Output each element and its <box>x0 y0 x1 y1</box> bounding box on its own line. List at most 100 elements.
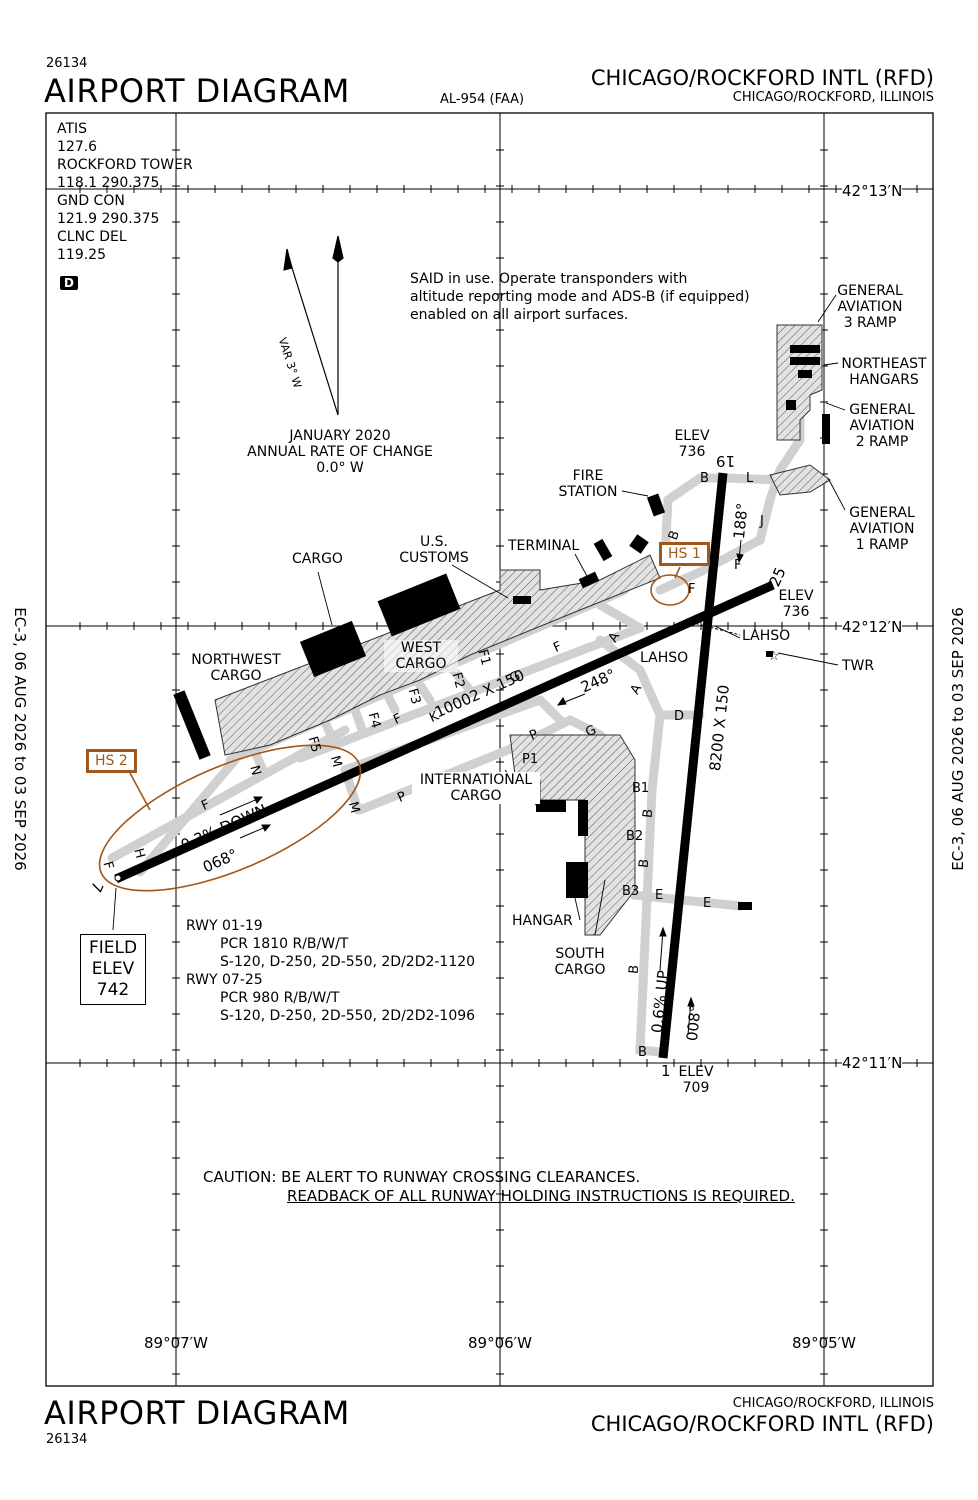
field-elev-line-2: ELEV <box>91 959 135 979</box>
hangar-bldg <box>566 862 588 898</box>
twy-L: L <box>746 471 754 486</box>
rwy-end-1: 1 <box>661 1062 671 1080</box>
freq-tower: 118.1 290.375 <box>57 175 160 191</box>
twy-P1: P1 <box>522 752 539 767</box>
fire-line-1: FIRE <box>572 468 604 484</box>
terminal-bldg-3 <box>629 534 649 554</box>
terminal-label: TERMINAL <box>508 538 580 554</box>
ga1-line-1: GENERAL <box>849 505 915 521</box>
twy-B-a: B <box>640 808 657 819</box>
ic-line-1: INTERNATIONAL <box>419 772 533 788</box>
cargo-bldg-1 <box>299 620 367 678</box>
d-atis-symbol: D <box>60 276 78 290</box>
rwy-07-25-pcr: PCR 980 R/B/W/T <box>220 990 340 1006</box>
ga2-ramp-label: GENERAL AVIATION 2 RAMP <box>832 402 932 450</box>
wc-line-2: CARGO <box>395 656 447 672</box>
twy-F-mid: F <box>688 582 696 597</box>
twy-B1: B1 <box>632 781 650 796</box>
elev-19-line-1: ELEV <box>674 428 710 444</box>
twr-star-icon: ☆ <box>768 649 780 664</box>
caution-note: CAUTION: BE ALERT TO RUNWAY CROSSING CLE… <box>203 1168 795 1206</box>
twr-bldg <box>766 651 773 657</box>
said-note: SAID in use. Operate transponders with a… <box>410 270 750 324</box>
freq-tower-label: ROCKFORD TOWER <box>57 157 193 173</box>
ga3-line-2: AVIATION <box>837 299 903 315</box>
map-frame <box>45 112 934 1387</box>
footer-city-state: CHICAGO/ROCKFORD, ILLINOIS <box>732 1396 934 1411</box>
freq-gnd: 121.9 290.375 <box>57 211 160 227</box>
rwy-07-25-weights: S-120, D-250, 2D-550, 2D/2D2-1096 <box>220 1008 476 1024</box>
rwy-07-25-title: RWY 07-25 <box>186 972 263 988</box>
runway-data-block: RWY 01-19 PCR 1810 R/B/W/T S-120, D-250,… <box>186 917 475 1025</box>
airport-name: CHICAGO/ROCKFORD INTL (RFD) <box>590 66 934 90</box>
ga1-line-3: 1 RAMP <box>855 537 909 553</box>
freq-clnc-label: CLNC DEL <box>57 229 127 245</box>
fire-station-label: FIRE STATION <box>550 468 626 500</box>
elev-1-line-2: 709 <box>682 1080 710 1096</box>
lon-mid-label: 89°06′W <box>468 1334 532 1352</box>
hangar-label: HANGAR <box>512 913 573 929</box>
freq-gnd-label: GND CON <box>57 193 125 209</box>
field-elevation-box: FIELD ELEV 742 <box>80 934 146 1005</box>
elev-19-label: ELEV 736 <box>660 428 724 460</box>
footer-airport-name: CHICAGO/ROCKFORD INTL (RFD) <box>590 1412 934 1436</box>
lahso-label-1: LAHSO <box>742 628 791 644</box>
chart-number: 26134 <box>46 56 88 71</box>
twy-B2: B2 <box>626 829 644 844</box>
twy-E-left: E <box>655 888 664 903</box>
international-cargo-label: INTERNATIONAL CARGO <box>412 772 540 804</box>
nwc-line-2: CARGO <box>210 668 262 684</box>
fire-station <box>646 493 666 517</box>
elev-25-line-2: 736 <box>782 604 810 620</box>
footer-chart-number: 26134 <box>46 1432 88 1447</box>
rwy-01-19-title: RWY 01-19 <box>186 918 263 934</box>
magnetic-epoch-block: JANUARY 2020 ANNUAL RATE OF CHANGE 0.0° … <box>230 428 450 476</box>
said-line-3: enabled on all airport surfaces. <box>410 307 629 323</box>
said-line-2: altitude reporting mode and ADS-B (if eq… <box>410 289 750 305</box>
ne-line-1: NORTHEAST <box>841 356 927 372</box>
ga1-ramp-label: GENERAL AVIATION 1 RAMP <box>832 505 932 553</box>
twy-D: D <box>674 709 685 724</box>
ga3-apron <box>776 324 823 441</box>
terminal-bldg-2 <box>593 538 613 562</box>
freq-atis: 127.6 <box>57 139 98 155</box>
ga2-line-3: 2 RAMP <box>855 434 909 450</box>
buildings <box>173 345 830 910</box>
south-cargo-label: SOUTH CARGO <box>548 946 612 978</box>
hot-spot-1-ring <box>650 574 690 606</box>
mag-rate-label: ANNUAL RATE OF CHANGE <box>247 444 433 460</box>
lat-top-label: 42°13′N <box>842 182 903 200</box>
lahso-label-2: LAHSO <box>640 650 689 666</box>
sc-line-1: SOUTH <box>555 946 605 962</box>
said-line-1: SAID in use. Operate transponders with <box>410 271 688 287</box>
ga2-line-1: GENERAL <box>849 402 915 418</box>
twy-B-d: B <box>638 1045 647 1060</box>
city-state: CHICAGO/ROCKFORD, ILLINOIS <box>732 90 934 105</box>
rwy-end-19: 19 <box>716 452 736 470</box>
ga3-line-3: 3 RAMP <box>843 315 897 331</box>
twy-E-right: E <box>703 896 712 911</box>
runway-1-19 <box>658 472 728 1059</box>
freq-atis-label: ATIS <box>57 121 88 137</box>
aprons <box>214 324 831 936</box>
mag-rate-value: 0.0° W <box>316 460 364 476</box>
field-elev-line-3: 742 <box>96 980 130 1000</box>
rwy-008-heading: 008° <box>683 1004 705 1042</box>
northwest-cargo-bldg <box>173 690 211 760</box>
elev-19-line-2: 736 <box>678 444 706 460</box>
northeast-hangars-label: NORTHEAST HANGARS <box>834 356 934 388</box>
lahso-line-1 <box>685 620 741 636</box>
customs-line-2: CUSTOMS <box>399 550 469 566</box>
cargo-label: CARGO <box>292 551 343 567</box>
customs-line-1: U.S. <box>419 534 449 550</box>
twr-label: TWR <box>842 658 875 674</box>
caution-line-2: READBACK OF ALL RUNWAY HOLDING INSTRUCTI… <box>287 1187 795 1205</box>
twy-F-right: F <box>734 558 742 573</box>
twy-B-top: B <box>700 471 709 486</box>
direction-arrows <box>219 539 744 1036</box>
lon-right-label: 89°05′W <box>792 1334 856 1352</box>
magnetic-variation-arrows <box>283 235 344 416</box>
lat-bot-label: 42°11′N <box>842 1054 903 1072</box>
west-cargo-label: WEST CARGO <box>384 640 458 672</box>
